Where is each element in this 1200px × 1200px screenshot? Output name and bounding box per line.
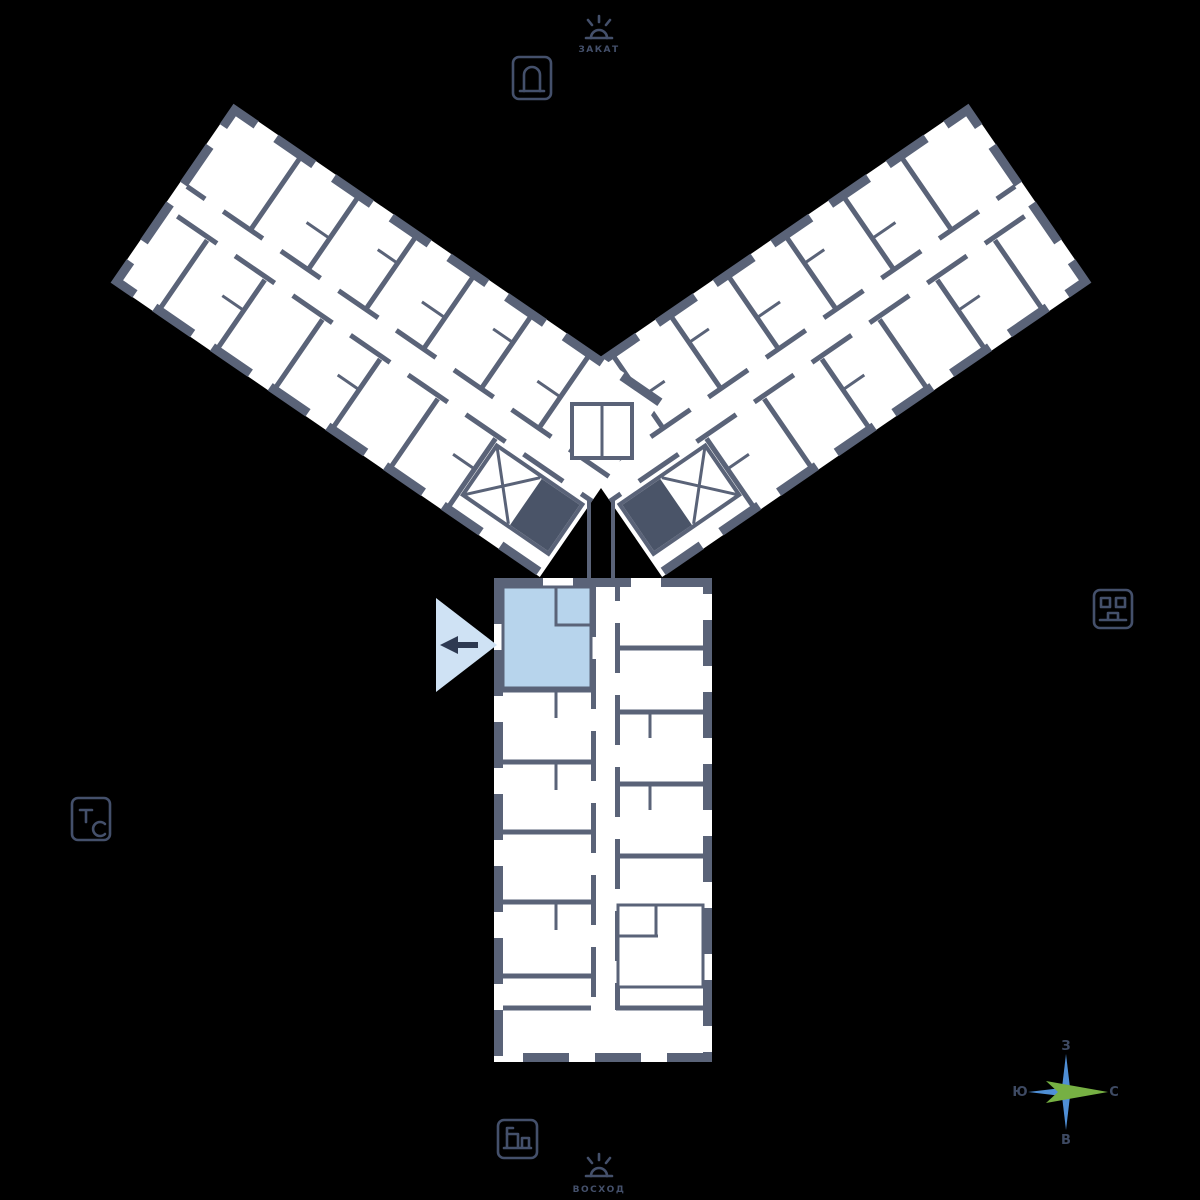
partition-walls xyxy=(503,687,591,1011)
half-sun xyxy=(589,28,609,40)
building-glyph xyxy=(502,1132,533,1150)
bathroom-partition xyxy=(554,587,591,627)
sunset-label: ЗАКАТ xyxy=(578,45,619,55)
building-icon-left xyxy=(70,796,112,842)
partition-stubs xyxy=(554,690,652,930)
apartment-floor[interactable] xyxy=(616,903,705,989)
sunset-sun-icon xyxy=(584,14,614,40)
junction-corridor-walls xyxy=(587,500,615,578)
selected-apartment[interactable] xyxy=(501,585,593,690)
compass-letter-bottom: В xyxy=(1061,1133,1071,1148)
door-glyph xyxy=(1098,611,1128,622)
building-entrance-icon xyxy=(511,55,553,101)
half-sun xyxy=(589,1166,609,1178)
entrance-arch xyxy=(522,65,542,93)
arrow-head xyxy=(440,636,458,654)
icon-frame xyxy=(1092,588,1134,630)
sun-rays xyxy=(586,1152,612,1165)
building-icon-bottom xyxy=(496,1118,539,1160)
apartment-highlight-white[interactable] xyxy=(616,903,705,989)
wing-right xyxy=(540,104,1091,577)
bathroom-partition xyxy=(618,905,658,938)
wing-left xyxy=(111,104,662,577)
compass-letter-left: Ю xyxy=(1012,1085,1027,1100)
wing-outer-wall-windows xyxy=(494,578,712,1062)
building-icon-right xyxy=(1092,588,1134,630)
top-wall xyxy=(494,578,712,587)
compass-letter-right: С xyxy=(1109,1085,1119,1100)
icon-frame xyxy=(511,55,553,101)
doorway xyxy=(543,578,573,587)
compass-north-arrow xyxy=(1046,1081,1108,1103)
glyph-stroke-t xyxy=(78,808,94,824)
sun-rays xyxy=(586,14,612,27)
compass-rose: З Ю С В xyxy=(1012,1039,1118,1148)
flag-glyph xyxy=(505,1126,515,1136)
entrance-arrow-marker xyxy=(436,598,497,692)
glyph-stroke-c xyxy=(91,820,107,838)
doorway xyxy=(631,578,661,587)
junction-core xyxy=(570,402,634,578)
selected-apartment-floor[interactable] xyxy=(501,585,593,690)
compass-letter-top: З xyxy=(1061,1039,1070,1054)
sunrise-label: ВОСХОД xyxy=(573,1185,626,1195)
window-glyph xyxy=(1114,596,1127,609)
icon-frame xyxy=(70,796,112,842)
icon-frame xyxy=(496,1118,539,1160)
window-glyph xyxy=(1099,596,1112,609)
sunrise-sun-icon xyxy=(584,1152,614,1178)
partition-walls xyxy=(616,645,703,1011)
